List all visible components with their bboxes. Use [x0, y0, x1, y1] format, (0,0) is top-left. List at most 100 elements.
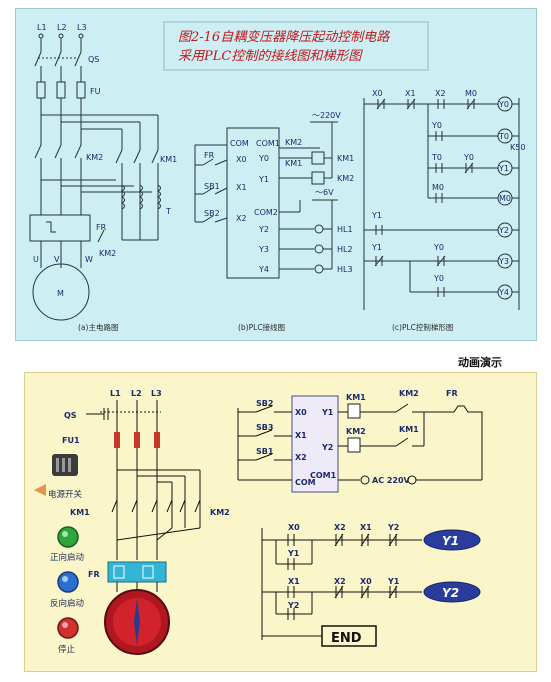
b-plc-com: COM	[295, 478, 316, 487]
b-plc-x0: X0	[295, 408, 307, 417]
ladder-y0c: Y0	[433, 243, 444, 252]
b-coil-y1-oval: Y1	[423, 529, 481, 551]
t0-preset: K50	[510, 143, 525, 152]
plc-load-hl3: HL3	[337, 265, 353, 274]
b-plc-y2: Y2	[321, 443, 333, 452]
caption-b: (b)PLC接线图	[238, 322, 285, 332]
ladder-y1a: Y1	[371, 211, 382, 220]
plc-out-y3: Y3	[258, 245, 269, 254]
svg-text:Y4: Y4	[498, 288, 509, 297]
b-r1-seal: Y1	[287, 549, 300, 558]
u-label: U	[33, 255, 39, 264]
blue-button-icon[interactable]	[57, 571, 79, 593]
ladder-m0: M0	[465, 89, 477, 98]
fu-label: FU	[90, 87, 101, 96]
forward-start-label: 正向启动	[50, 552, 85, 563]
km2-label: KM2	[86, 153, 103, 162]
plc-load-km2: KM2	[337, 174, 354, 183]
b-r2-y1: Y1	[387, 577, 400, 586]
b-plc-x1: X1	[295, 431, 307, 440]
b-km2-label: KM2	[210, 508, 230, 517]
red-button-icon[interactable]	[57, 617, 79, 639]
svg-text:Y0: Y0	[498, 100, 509, 109]
coil-y4: Y4	[497, 284, 513, 300]
w-label: W	[85, 255, 93, 264]
b-r1-x0: X0	[288, 523, 300, 532]
reverse-start-label: 反向启动	[50, 598, 85, 609]
stop-button[interactable]: 停止	[57, 617, 79, 655]
km1-label: KM1	[160, 155, 177, 164]
power-switch[interactable]: 电源开关	[34, 454, 83, 500]
plc-out-y0: Y0	[258, 154, 269, 163]
coil-m0: M0	[497, 190, 513, 206]
svg-text:Y2: Y2	[498, 226, 509, 235]
caption-c: (c)PLC控制梯形图	[392, 322, 453, 332]
b-r1-x1: X1	[360, 523, 372, 532]
ladder-y0d: Y0	[433, 274, 444, 283]
reverse-start-button[interactable]: 反向启动	[50, 571, 85, 609]
b-fr-label: FR	[88, 570, 100, 579]
b-coil-km1: KM1	[346, 393, 366, 402]
b-r2-x0: X0	[360, 577, 372, 586]
coil-t0: T0	[497, 128, 513, 144]
svg-text:Y1: Y1	[442, 534, 459, 548]
b-r2-seal: Y2	[287, 601, 299, 610]
plc-out-y1: Y1	[258, 175, 269, 184]
ladder-m0b: M0	[432, 183, 444, 192]
green-button-icon[interactable]	[57, 526, 79, 548]
phase-label-l1: L1	[37, 23, 47, 32]
ladder-t0: T0	[431, 153, 442, 162]
power-switch-label: 电源开关	[48, 489, 83, 500]
b-sb1-label: SB1	[256, 447, 274, 456]
km2-contact-label: KM2	[285, 138, 302, 147]
b-supply-label: AC 220V	[372, 476, 411, 485]
plc-load-km1: KM1	[337, 154, 354, 163]
bottom-main-circuit: L1 L2 L3 QS FU1 KM1 KM2 FR	[62, 389, 230, 655]
ladder-x2: X2	[435, 89, 446, 98]
title-box: 图2-16自耦变压器降压起动控制电路 采用PLC控制的接线图和梯形图	[163, 21, 429, 71]
forward-start-button[interactable]: 正向启动	[50, 526, 85, 563]
fr-label: FR	[96, 223, 107, 232]
coil-y3: Y3	[497, 253, 513, 269]
transformer-label: T	[165, 207, 171, 216]
b-plc-y1: Y1	[321, 408, 334, 417]
b-sb2-label: SB2	[256, 399, 273, 408]
plc-out-y4: Y4	[258, 265, 269, 274]
end-label: END	[331, 631, 362, 646]
coil-y1: Y1	[497, 160, 513, 176]
bottom-ladder: X0 X2 X1 Y2 Y1 Y1 X1 X2 X0 Y1 Y2 Y2	[261, 523, 481, 647]
input-device-fr: FR	[204, 151, 215, 160]
svg-text:Y3: Y3	[498, 257, 509, 266]
input-terminal-x0: X0	[236, 155, 247, 164]
input-device-sb1: SB1	[204, 182, 220, 191]
b-fu1-label: FU1	[62, 436, 80, 445]
plc-wiring: ～220V COM COM1 KM2 KM1 Y0 Y1 KM1 KM2 ～6V…	[194, 111, 354, 332]
b-phase-l1: L1	[110, 389, 121, 398]
phase-label-l2: L2	[57, 23, 67, 32]
plc-load-hl1: HL1	[337, 225, 353, 234]
b-plc-x2: X2	[295, 453, 307, 462]
svg-text:T0: T0	[498, 132, 509, 141]
b-qs-label: QS	[64, 411, 77, 420]
b-r2-x1: X1	[288, 577, 300, 586]
svg-text:Y2: Y2	[442, 586, 459, 600]
plc-load-hl2: HL2	[337, 245, 353, 254]
b-phase-l2: L2	[131, 389, 142, 398]
b-plc-com1: COM1	[310, 471, 337, 480]
coil-y2: Y2	[497, 222, 513, 238]
ladder-y1b: Y1	[371, 243, 382, 252]
b-sb3-label: SB3	[256, 423, 273, 432]
ladder-x1: X1	[405, 89, 416, 98]
plc-com-label: COM	[230, 139, 249, 148]
km1-contact-label: KM1	[285, 159, 302, 168]
main-circuit: L1 L2 L3 QS FU KM2 KM1 T KM2	[29, 23, 177, 332]
caption-a: (a)主电路图	[78, 322, 118, 332]
plc-com1-label: COM1	[256, 139, 280, 148]
supply-dc-label: ～6V	[315, 188, 334, 197]
b-r1-y2: Y2	[387, 523, 399, 532]
animation-label: 动画演示	[458, 355, 502, 369]
b-coil-km2: KM2	[346, 427, 366, 436]
input-terminal-x2: X2	[236, 214, 247, 223]
input-terminal-x1: X1	[236, 183, 247, 192]
svg-text:M0: M0	[499, 194, 511, 203]
